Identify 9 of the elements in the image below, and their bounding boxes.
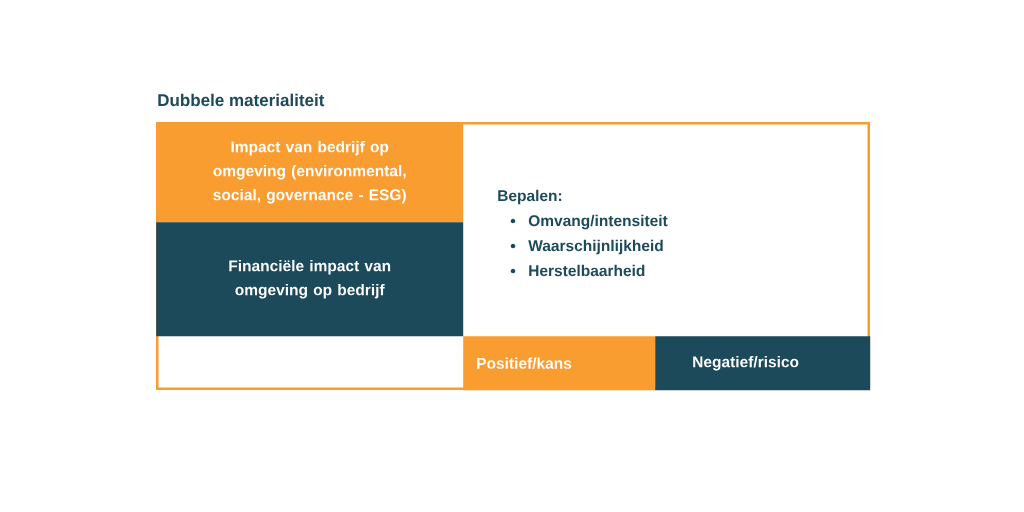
row-header: Financiële impact van omgeving op bedrijf bbox=[156, 222, 464, 337]
list-heading: Bepalen: bbox=[498, 189, 562, 205]
list-item: Omvang/intensiteit bbox=[528, 214, 668, 230]
column-header: Negatief/risico bbox=[655, 336, 871, 391]
row-header: Impact van bedrijf op omgeving (environmental, social, governance - ESG) bbox=[156, 122, 464, 223]
diagram-title: Dubbele materialiteit bbox=[158, 93, 325, 107]
list-item: Waarschijnlijkheid bbox=[528, 239, 663, 255]
column-header: Positief/kans bbox=[463, 336, 656, 391]
list-item: Herstelbaarheid bbox=[529, 264, 645, 277]
